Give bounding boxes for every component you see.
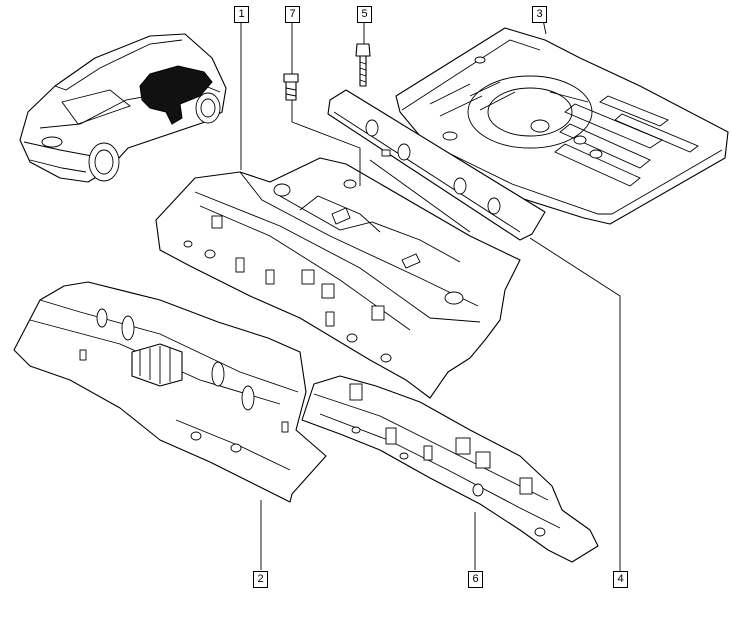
callout-3: 3 — [532, 6, 547, 23]
highlighted-floor-region — [139, 65, 213, 125]
callout-1: 1 — [234, 6, 249, 23]
callout-7: 7 — [285, 6, 300, 23]
rear-crossmember-bar — [327, 89, 546, 241]
callout-2: 2 — [253, 571, 268, 588]
bolt — [355, 43, 371, 87]
front-floor-crossmember — [13, 281, 327, 503]
clip — [283, 73, 299, 101]
car-thumbnail — [19, 33, 227, 183]
callout-6: 6 — [468, 571, 483, 588]
rear-floor-crossmember — [301, 375, 599, 563]
leader-lines — [240, 14, 621, 572]
central-floor-panel — [155, 157, 521, 399]
callout-5: 5 — [357, 6, 372, 23]
rear-floor-panel — [395, 27, 729, 225]
callout-4: 4 — [613, 571, 628, 588]
